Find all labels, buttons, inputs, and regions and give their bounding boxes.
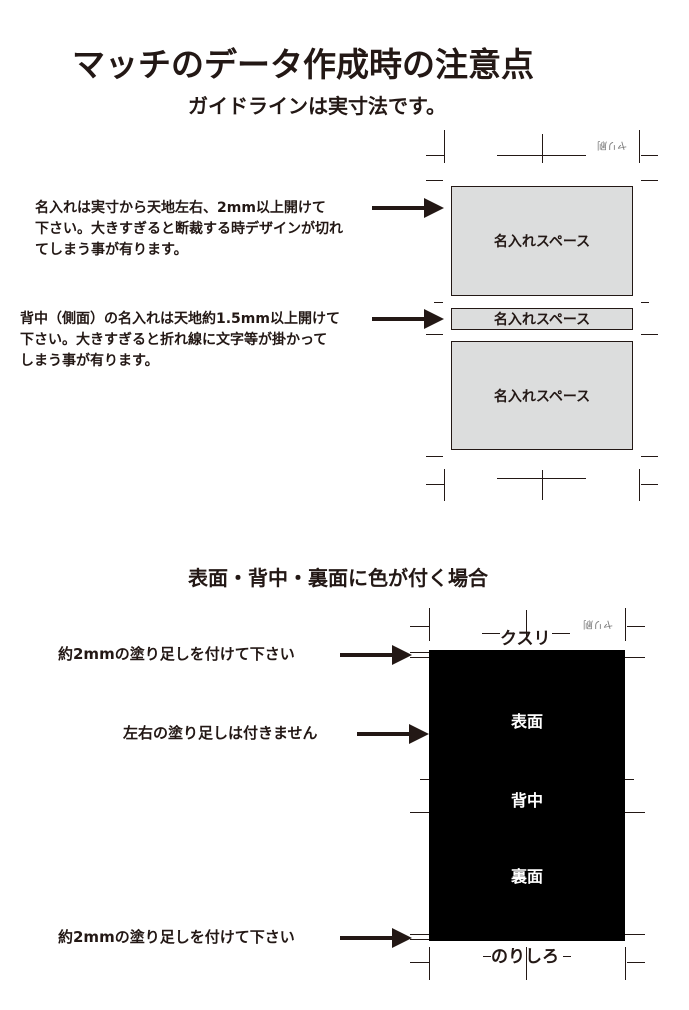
crop-mark bbox=[426, 180, 443, 181]
crop-mark bbox=[429, 947, 430, 980]
front-label: 表面 bbox=[510, 712, 543, 731]
corner-label: ヤリ刷 bbox=[583, 618, 613, 629]
crop-mark bbox=[410, 934, 429, 935]
margin-note: 名入れは実寸から天地左右、2mm以上開けて 下さい。大きすぎると断裁する時デザイ… bbox=[35, 198, 343, 261]
crop-mark bbox=[526, 947, 527, 980]
crop-mark bbox=[497, 478, 586, 479]
crop-mark bbox=[497, 155, 586, 156]
arrow-part bbox=[340, 936, 394, 940]
arrow-part bbox=[424, 198, 444, 218]
bottom-bleed-note: 約2mmの塗り足しを付けて下さい bbox=[58, 928, 295, 946]
crop-mark bbox=[444, 469, 445, 501]
page-title: マッチのデータ作成時の注意点 bbox=[72, 45, 534, 84]
note-line: 下さい。大きすぎると断裁する時デザインが切れ bbox=[35, 221, 343, 237]
crop-mark bbox=[639, 469, 640, 501]
crop-mark bbox=[426, 484, 444, 485]
corner-label: ヤリ刷 bbox=[597, 139, 627, 150]
crop-mark bbox=[429, 608, 430, 641]
arrow-icon bbox=[340, 645, 412, 665]
crop-mark bbox=[426, 155, 444, 156]
arrow-part bbox=[357, 732, 411, 736]
crop-mark bbox=[625, 608, 626, 641]
note-line: 下さい。大きすぎると折れ線に文字等が掛かって bbox=[20, 332, 328, 348]
crop-mark bbox=[426, 334, 443, 335]
name-space-front: 名入れスペース bbox=[451, 186, 633, 296]
crop-mark bbox=[410, 652, 429, 653]
crop-mark bbox=[542, 470, 543, 500]
crop-mark bbox=[625, 947, 626, 980]
side-bleed-note: 左右の塗り足しは付きません bbox=[123, 724, 318, 742]
crop-mark bbox=[627, 962, 645, 963]
crop-mark bbox=[563, 956, 571, 957]
arrow-part bbox=[392, 928, 412, 948]
page-subtitle: ガイドラインは実寸法です。 bbox=[188, 94, 446, 118]
arrow-part bbox=[372, 206, 426, 210]
crop-mark bbox=[420, 779, 429, 780]
color-fill-area: 表面 背中 裏面 bbox=[429, 650, 625, 941]
crop-mark bbox=[641, 334, 658, 335]
crop-mark bbox=[426, 456, 443, 457]
crop-mark bbox=[552, 633, 570, 634]
crop-mark bbox=[444, 130, 445, 163]
crop-mark bbox=[627, 626, 645, 627]
crop-mark bbox=[410, 962, 429, 963]
crop-mark bbox=[542, 134, 543, 163]
top-flap-label: クスリ bbox=[500, 629, 551, 649]
crop-mark bbox=[641, 484, 658, 485]
crop-mark bbox=[641, 302, 649, 303]
arrow-part bbox=[424, 309, 444, 329]
crop-mark bbox=[434, 302, 443, 303]
arrow-icon bbox=[372, 309, 444, 329]
crop-mark bbox=[625, 779, 634, 780]
note-line: 背中（側面）の名入れは天地約1.5mm以上開けて bbox=[20, 311, 340, 327]
crop-mark bbox=[410, 812, 429, 813]
note-line: しまう事が有ります。 bbox=[20, 353, 159, 369]
crop-mark bbox=[410, 939, 429, 940]
arrow-icon bbox=[340, 928, 412, 948]
spine-note: 背中（側面）の名入れは天地約1.5mm以上開けて 下さい。大きすぎると折れ線に文… bbox=[20, 309, 340, 372]
crop-mark bbox=[410, 657, 429, 658]
arrow-part bbox=[409, 724, 429, 744]
crop-mark bbox=[641, 456, 658, 457]
crop-mark bbox=[625, 657, 645, 658]
crop-mark bbox=[625, 934, 645, 935]
crop-mark bbox=[641, 155, 658, 156]
crop-mark bbox=[526, 610, 527, 640]
crop-mark bbox=[410, 626, 429, 627]
arrow-icon bbox=[372, 198, 444, 218]
section-heading: 表面・背中・裏面に色が付く場合 bbox=[188, 566, 488, 590]
note-line: 名入れは実寸から天地左右、2mm以上開けて bbox=[35, 200, 326, 216]
arrow-icon bbox=[357, 724, 429, 744]
spine-label: 背中 bbox=[510, 791, 543, 810]
top-bleed-note: 約2mmの塗り足しを付けて下さい bbox=[58, 645, 295, 663]
back-label: 裏面 bbox=[510, 867, 543, 886]
crop-mark bbox=[641, 180, 658, 181]
note-line: てしまう事が有ります。 bbox=[35, 242, 188, 258]
name-space-spine: 名入れスペース bbox=[451, 308, 633, 330]
crop-mark bbox=[625, 812, 645, 813]
crop-mark bbox=[482, 633, 500, 634]
crop-mark bbox=[639, 130, 640, 163]
glue-flap-label: のりしろ bbox=[491, 947, 559, 967]
arrow-part bbox=[392, 645, 412, 665]
arrow-part bbox=[340, 653, 394, 657]
crop-mark bbox=[483, 956, 491, 957]
name-space-back: 名入れスペース bbox=[451, 341, 633, 450]
arrow-part bbox=[372, 317, 426, 321]
